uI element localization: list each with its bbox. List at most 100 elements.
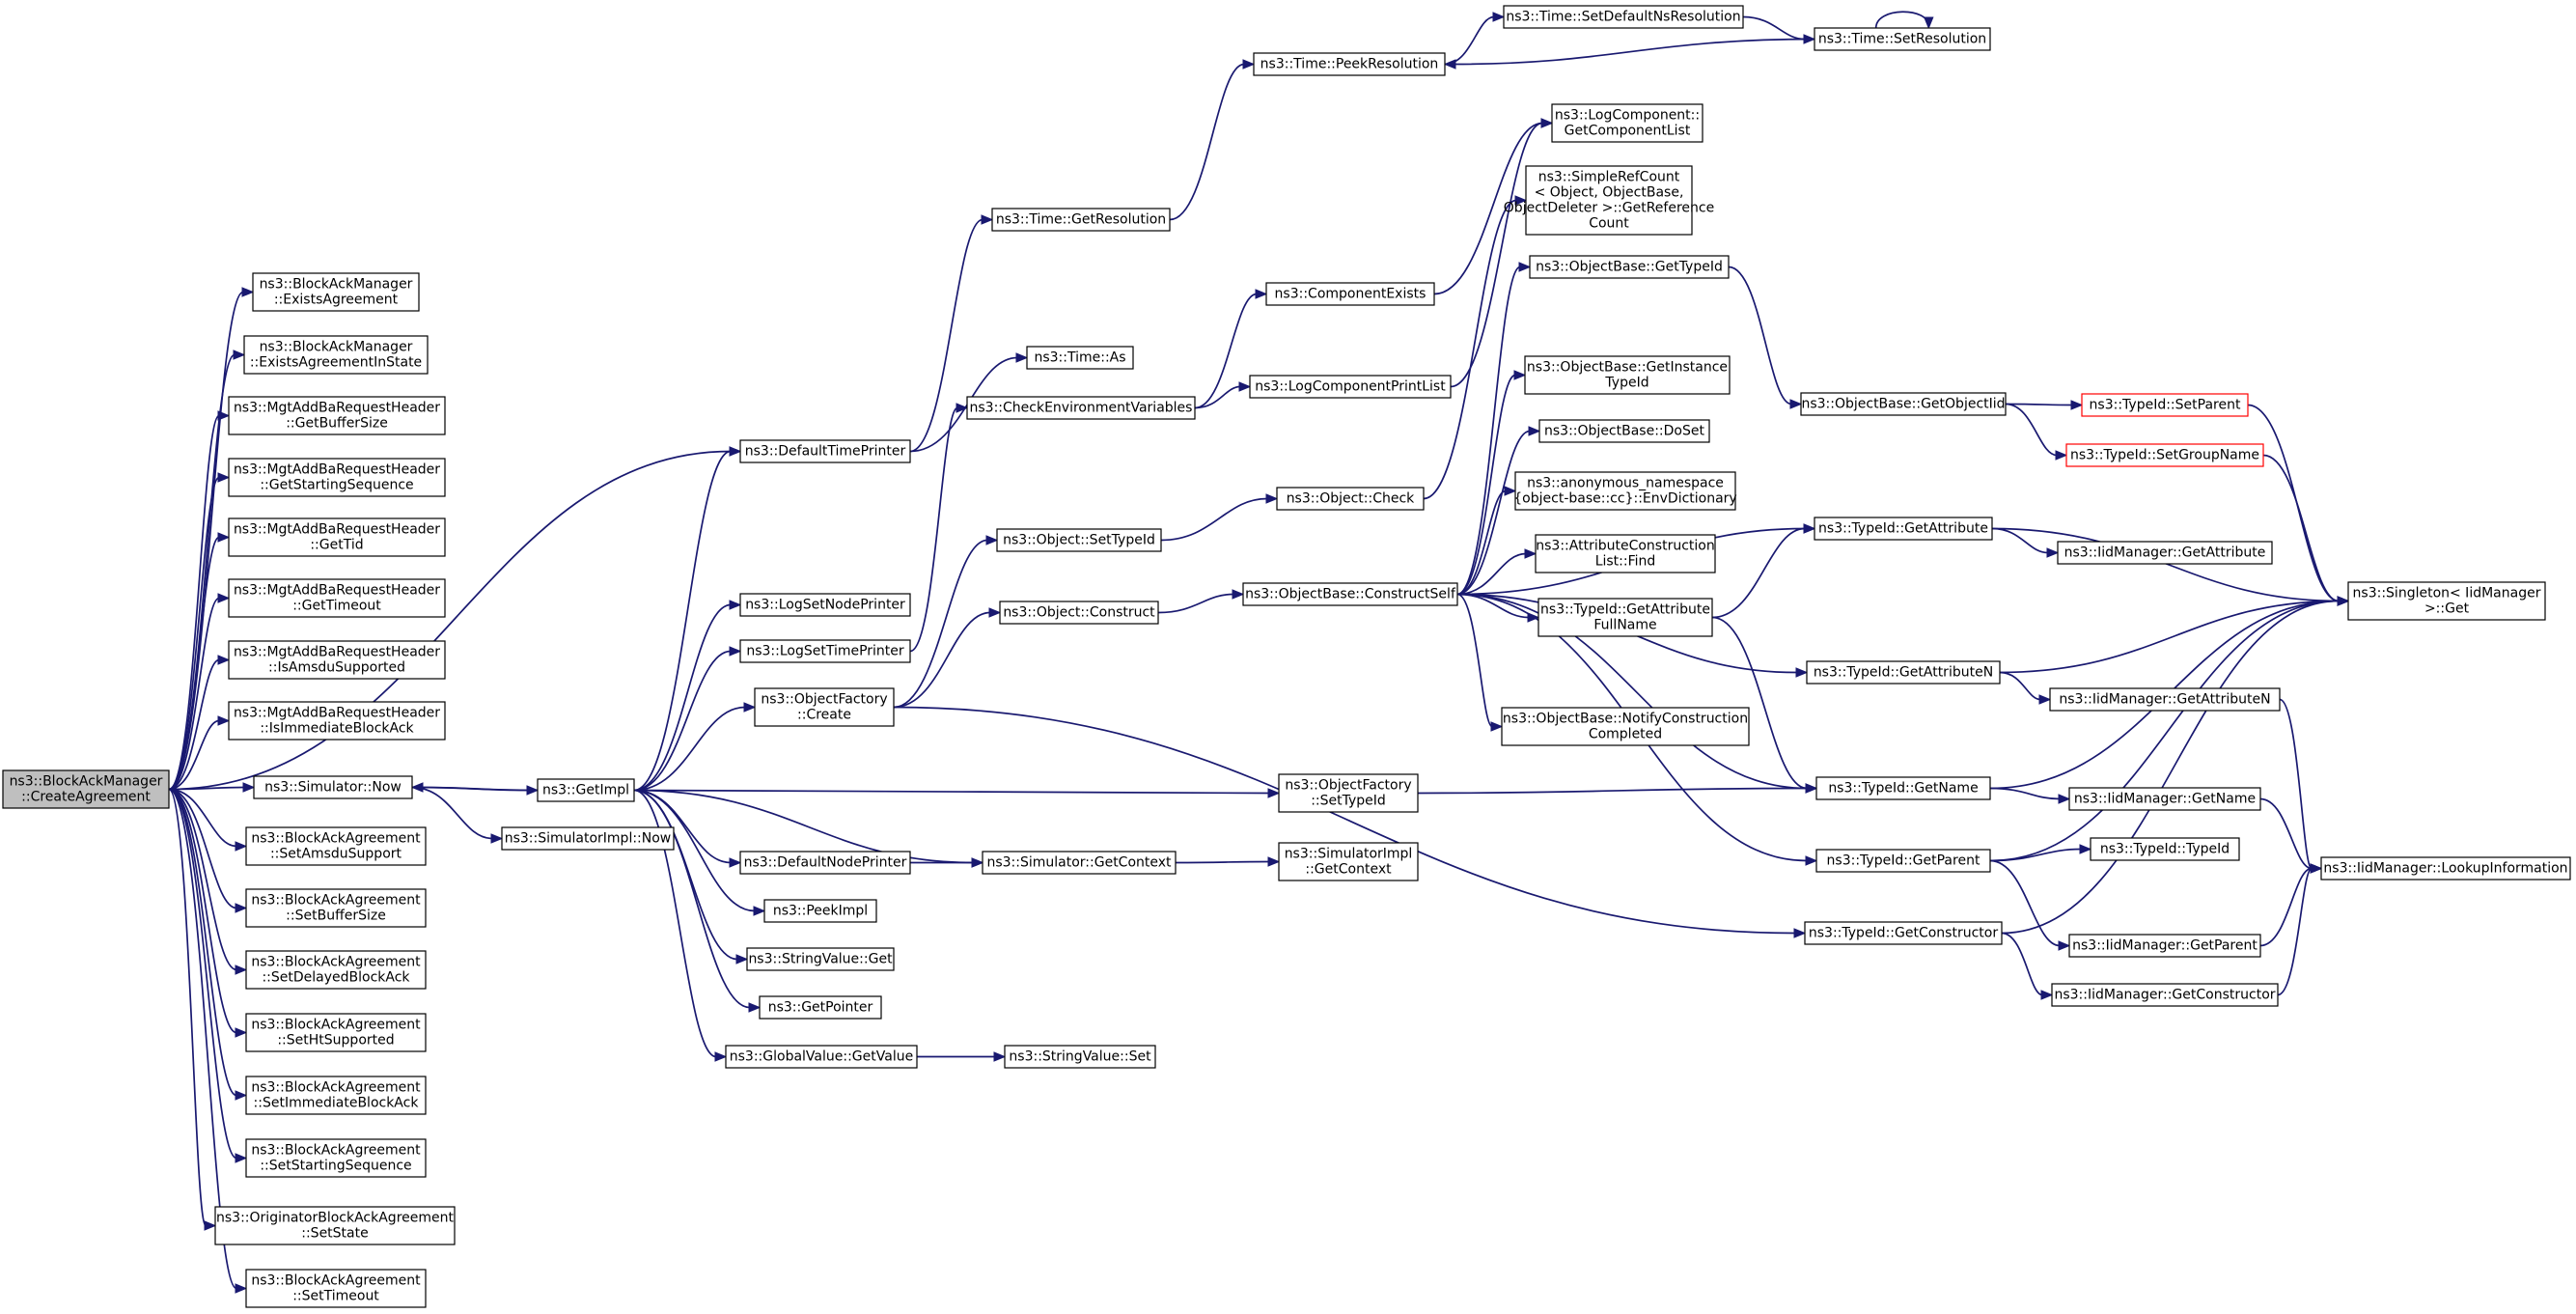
node-objbase_notify[interactable]: ns3::ObjectBase::NotifyConstructionCompl… (1501, 707, 1750, 746)
node-objbase_gettypeid[interactable]: ns3::ObjectBase::GetTypeId (1529, 255, 1730, 279)
node-typeid_setparent[interactable]: ns3::TypeId::SetParent (2081, 393, 2249, 417)
node-component_exists[interactable]: ns3::ComponentExists (1265, 282, 1435, 306)
node-iid_getattribute[interactable]: ns3::IidManager::GetAttribute (2057, 541, 2273, 565)
node-label: ns3::BlockAckAgreement (251, 955, 421, 970)
node-mgt_start[interactable]: ns3::MgtAddBaRequestHeader::GetStartingS… (228, 458, 446, 497)
node-baa_ht[interactable]: ns3::BlockAckAgreement::SetHtSupported (245, 1013, 427, 1052)
arrowhead-root-to-mgt_start (217, 472, 231, 483)
node-simimpl_now[interactable]: ns3::SimulatorImpl::Now (501, 826, 675, 851)
node-baa_imm[interactable]: ns3::BlockAckAgreement::SetImmediateBloc… (245, 1076, 427, 1115)
node-typeid_typeid[interactable]: ns3::TypeId::TypeId (2090, 837, 2240, 861)
edge-get_impl-to-globalvalue_getvalue (633, 789, 717, 1058)
node-baa_timeout[interactable]: ns3::BlockAckAgreement::SetTimeout (245, 1269, 427, 1308)
node-objbase_doset[interactable]: ns3::ObjectBase::DoSet (1538, 419, 1710, 443)
node-baa_delayed[interactable]: ns3::BlockAckAgreement::SetDelayedBlockA… (245, 950, 427, 990)
node-time_setresolution[interactable]: ns3::Time::SetResolution (1814, 27, 1991, 51)
edge-typeid_getattrfullname-to-typeid_getattribute (1711, 527, 1806, 619)
node-iid_getconstructor[interactable]: ns3::IidManager::GetConstructor (2051, 983, 2279, 1007)
node-iid_getname[interactable]: ns3::IidManager::GetName (2068, 787, 2261, 811)
node-mgt_imm[interactable]: ns3::MgtAddBaRequestHeader::IsImmediateB… (228, 701, 446, 741)
node-mgt_timeout[interactable]: ns3::MgtAddBaRequestHeader::GetTimeout (228, 578, 446, 618)
node-obaa_state[interactable]: ns3::OriginatorBlockAckAgreement::SetSta… (214, 1206, 456, 1245)
node-get_impl[interactable]: ns3::GetImpl (537, 778, 635, 802)
node-stringvalue_get[interactable]: ns3::StringValue::Get (746, 947, 895, 971)
node-log_set_time_printer[interactable]: ns3::LogSetTimePrinter (739, 639, 911, 663)
node-bam_exists[interactable]: ns3::BlockAckManager::ExistsAgreement (252, 272, 420, 312)
node-baa_start[interactable]: ns3::BlockAckAgreement::SetStartingSeque… (245, 1138, 427, 1178)
node-log_set_node_printer[interactable]: ns3::LogSetNodePrinter (739, 593, 911, 617)
node-simimpl_getcontext[interactable]: ns3::SimulatorImpl::GetContext (1278, 842, 1419, 881)
node-mgt_amsdu[interactable]: ns3::MgtAddBaRequestHeader::IsAmsduSuppo… (228, 640, 446, 680)
node-bam_exists_state[interactable]: ns3::BlockAckManager::ExistsAgreementInS… (243, 335, 429, 375)
arrowhead-root-to-bam_exists_state (233, 349, 246, 360)
node-object_settypeid[interactable]: ns3::Object::SetTypeId (996, 528, 1162, 552)
node-label: ns3::IidManager::GetAttributeN (2059, 692, 2270, 708)
node-iid_getparent[interactable]: ns3::IidManager::GetParent (2068, 934, 2261, 958)
arrowhead-root-to-mgt_tid (217, 532, 231, 543)
node-label: ::SetBufferSize (286, 909, 386, 924)
node-default_time_printer[interactable]: ns3::DefaultTimePrinter (739, 439, 911, 463)
node-box (739, 639, 911, 663)
node-stringvalue_set[interactable]: ns3::StringValue::Set (1004, 1045, 1156, 1069)
node-object_construct[interactable]: ns3::Object::Construct (999, 601, 1159, 625)
node-time_as[interactable]: ns3::Time::As (1026, 346, 1134, 370)
node-typeid_getparent[interactable]: ns3::TypeId::GetParent (1815, 849, 1991, 873)
arrowhead-objbase_gettypeid-to-objbase_getobjectiid (1789, 399, 1803, 409)
node-get_pointer[interactable]: ns3::GetPointer (759, 995, 882, 1020)
node-time_setdefaultns[interactable]: ns3::Time::SetDefaultNsResolution (1503, 5, 1744, 29)
node-typeid_setgroupname[interactable]: ns3::TypeId::SetGroupName (2065, 443, 2264, 467)
node-typeid_getname[interactable]: ns3::TypeId::GetName (1815, 776, 1991, 800)
node-singleton_get[interactable]: ns3::Singleton< IidManager >::Get (2347, 581, 2546, 621)
node-root[interactable]: ns3::BlockAckManager::CreateAgreement (2, 769, 170, 809)
node-box (1278, 842, 1419, 881)
edge-typeid_getattribute-to-iid_getattribute (1991, 527, 2049, 554)
node-iid_lookupinfo[interactable]: ns3::IidManager::LookupInformation (2320, 856, 2571, 881)
node-label: ns3::BlockAckAgreement (251, 831, 421, 847)
arrowhead-typeid_getparent-to-iid_getparent (2058, 940, 2071, 951)
node-mgt_buf[interactable]: ns3::MgtAddBaRequestHeader::GetBufferSiz… (228, 396, 446, 435)
edge-component_exists-to-logcomp_getlist (1433, 122, 1543, 295)
node-object_check[interactable]: ns3::Object::Check (1276, 487, 1425, 511)
node-baa_amsdu[interactable]: ns3::BlockAckAgreement::SetAmsduSupport (245, 826, 427, 866)
node-label: TypeId (1604, 376, 1648, 391)
node-typeid_getattribute[interactable]: ns3::TypeId::GetAttribute (1814, 517, 1993, 541)
node-log_comp_printlist[interactable]: ns3::LogComponentPrintList (1249, 375, 1452, 399)
node-mgt_tid[interactable]: ns3::MgtAddBaRequestHeader::GetTid (228, 517, 446, 557)
node-box (1524, 355, 1731, 395)
node-objfactory_settypeid[interactable]: ns3::ObjectFactory::SetTypeId (1278, 773, 1419, 813)
node-sim_now[interactable]: ns3::Simulator::Now (253, 775, 413, 799)
arrowhead-objfactory_create-to-object_construct (988, 607, 1002, 618)
node-globalvalue_getvalue[interactable]: ns3::GlobalValue::GetValue (725, 1045, 918, 1069)
edge-root-to-baa_buf (168, 788, 237, 909)
node-sim_getcontext[interactable]: ns3::Simulator::GetContext (982, 851, 1177, 875)
node-peek_impl[interactable]: ns3::PeekImpl (763, 899, 877, 923)
node-objbase_constructself[interactable]: ns3::ObjectBase::ConstructSelf (1242, 582, 1458, 606)
node-logcomp_getlist[interactable]: ns3::LogComponent::GetComponentList (1551, 103, 1703, 143)
node-check_env[interactable]: ns3::CheckEnvironmentVariables (966, 396, 1196, 420)
node-simplerefcount[interactable]: ns3::SimpleRefCount< Object, ObjectBase,… (1504, 165, 1714, 236)
arrowhead-time_setresolution-to-time_peekres (1443, 59, 1456, 70)
node-label: ns3::GlobalValue::GetValue (730, 1049, 913, 1065)
node-label: {object-base::cc}::EnvDictionary (1513, 491, 1736, 507)
node-box (1804, 921, 2003, 945)
edge-get_impl-to-stringvalue_get (633, 789, 738, 961)
node-anon_envdict[interactable]: ns3::anonymous_namespace{object-base::cc… (1513, 471, 1737, 511)
node-label: ns3::Simulator::GetContext (986, 855, 1172, 871)
node-label: ns3::DefaultTimePrinter (745, 444, 906, 460)
node-typeid_getattributen[interactable]: ns3::TypeId::GetAttributeN (1806, 660, 2001, 685)
node-objbase_getobjectiid[interactable]: ns3::ObjectBase::GetObjectIid (1800, 392, 2007, 416)
node-baa_buf[interactable]: ns3::BlockAckAgreement::SetBufferSize (245, 888, 427, 928)
node-iid_getattributen[interactable]: ns3::IidManager::GetAttributeN (2049, 687, 2281, 712)
node-label: ns3::MgtAddBaRequestHeader (234, 522, 440, 538)
node-time_peekres[interactable]: ns3::Time::PeekResolution (1253, 52, 1446, 76)
node-default_node_printer[interactable]: ns3::DefaultNodePrinter (739, 851, 911, 875)
node-time_getresolution[interactable]: ns3::Time::GetResolution (991, 208, 1171, 232)
node-typeid_getconstructor[interactable]: ns3::TypeId::GetConstructor (1804, 921, 2003, 945)
node-label: ns3::Time::As (1034, 350, 1125, 366)
node-objfactory_create[interactable]: ns3::ObjectFactory::Create (754, 687, 895, 727)
edge-typeid_getparent-to-iid_getparent (1989, 859, 2061, 947)
